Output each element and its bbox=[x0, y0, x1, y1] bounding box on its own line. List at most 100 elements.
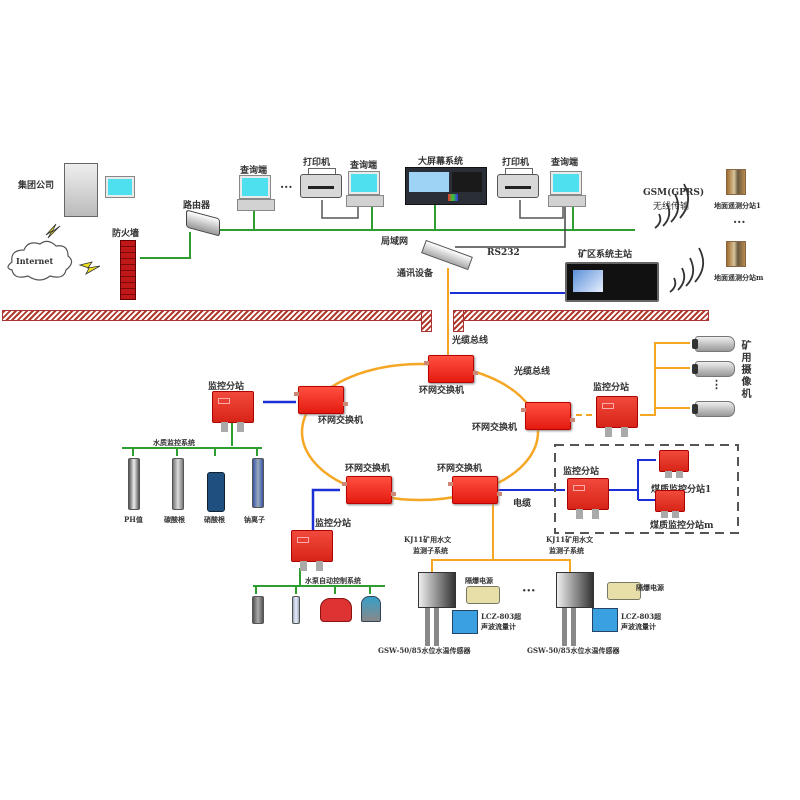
pump-pressure-sensor[interactable] bbox=[252, 596, 264, 624]
printer-1[interactable] bbox=[300, 168, 342, 198]
comm-device-label: 通讯设备 bbox=[397, 269, 434, 279]
query-terminal-1-label: 查询端 bbox=[240, 166, 268, 176]
server-icon bbox=[64, 163, 98, 217]
big-screen-label: 大屏幕系统 bbox=[418, 157, 464, 167]
pump-monitor-station-label: 监控分站 bbox=[315, 519, 352, 529]
monitor-left-station[interactable] bbox=[212, 391, 254, 432]
ring-switch-top-label: 环网交换机 bbox=[419, 386, 465, 396]
query-terminal-3[interactable] bbox=[548, 171, 586, 207]
monitor-right-station[interactable] bbox=[596, 396, 638, 437]
hydro-2-sensor-label: GSW-50/85水位水温传感器 bbox=[527, 646, 620, 655]
remote-ellipsis: ··· bbox=[733, 215, 746, 229]
ring-switch-right[interactable] bbox=[521, 402, 575, 430]
lightning-icon bbox=[78, 261, 101, 276]
hydro-1-controller[interactable] bbox=[418, 572, 456, 608]
internet-label: Internet bbox=[16, 256, 54, 266]
coal-sub-station-n[interactable] bbox=[655, 490, 685, 518]
hydro-2-system-label-l2: 监测子系统 bbox=[549, 546, 584, 555]
fiber-bus-label-2: 光缆总线 bbox=[514, 367, 551, 377]
coal-sub-station-n-label: 煤质监控分站m bbox=[650, 521, 714, 531]
ph-sensor[interactable] bbox=[128, 458, 140, 510]
hydro-2-controller[interactable] bbox=[556, 572, 594, 608]
pressure-transmitter-icon[interactable] bbox=[361, 596, 381, 622]
mine-master-station-label: 矿区系统主站 bbox=[578, 250, 633, 260]
firewall-icon bbox=[120, 240, 136, 300]
wireless-label: 无线传输 bbox=[653, 202, 690, 212]
camera-2[interactable] bbox=[692, 361, 735, 377]
coal-sub-station-1[interactable] bbox=[659, 450, 689, 478]
remote-station-n-label: 地面遥测分站m bbox=[714, 273, 764, 282]
hydro-2-power-box[interactable] bbox=[607, 582, 641, 600]
ground-boundary-left bbox=[2, 310, 432, 321]
group-company-monitor-icon bbox=[103, 176, 137, 210]
carbonate-sensor[interactable] bbox=[172, 458, 184, 510]
hydro-2-probe-b bbox=[571, 608, 576, 646]
rs232-label: RS232 bbox=[487, 248, 520, 258]
remote-station-n-photo[interactable] bbox=[726, 241, 746, 267]
ring-switch-bottom-right[interactable] bbox=[448, 476, 502, 504]
gsm-label: GSM(GPRS) bbox=[643, 188, 705, 198]
query-terminal-3-label: 查询端 bbox=[551, 158, 579, 168]
ring-switch-bottom-right-label: 环网交换机 bbox=[437, 464, 483, 474]
sensor-label-ph: PH值 bbox=[124, 515, 143, 524]
hydro-2-power-label: 隔爆电源 bbox=[636, 583, 664, 592]
master-station-screen bbox=[573, 270, 603, 292]
pump-level-sensor[interactable] bbox=[292, 596, 300, 624]
coal-system-box bbox=[554, 444, 739, 534]
monitor-left-station-label: 监控分站 bbox=[208, 382, 245, 392]
camera-bus bbox=[640, 342, 690, 416]
remote-station-1-photo[interactable] bbox=[726, 169, 746, 195]
hydro-ellipsis: ··· bbox=[522, 584, 536, 599]
ring-switch-top[interactable] bbox=[424, 355, 478, 383]
monitor-right-station-label: 监控分站 bbox=[593, 383, 630, 393]
fiber-hydro-bus bbox=[431, 500, 494, 572]
mine-cameras-label: 矿用摄像机 bbox=[739, 340, 750, 400]
rs232-link bbox=[455, 205, 566, 248]
sensor-label-nitrate: 硝酸根 bbox=[204, 515, 225, 524]
coal-monitor-station[interactable] bbox=[567, 478, 609, 519]
hydro-2-flowmeter[interactable] bbox=[592, 608, 618, 632]
sodium-ion-sensor[interactable] bbox=[252, 458, 264, 508]
query-terminal-2-label: 查询端 bbox=[350, 161, 378, 171]
ground-boundary-right-stub bbox=[453, 310, 464, 332]
hydro-1-power-label: 隔爆电源 bbox=[465, 576, 493, 585]
hydro-1-power-box[interactable] bbox=[466, 586, 500, 604]
ring-switch-left-label: 环网交换机 bbox=[318, 416, 364, 426]
printer-1-label: 打印机 bbox=[303, 158, 331, 168]
lan-label: 局域网 bbox=[381, 237, 409, 247]
hydro-1-probe-b bbox=[434, 608, 439, 646]
query-terminal-2[interactable] bbox=[346, 171, 384, 207]
hydro-1-flowmeter[interactable] bbox=[452, 610, 478, 634]
hydro-2-probe-a bbox=[562, 608, 567, 646]
nitrate-sensor[interactable] bbox=[207, 472, 225, 512]
hydro-2-meter-label-l2: 声波流量计 bbox=[621, 622, 656, 631]
hydro-1-sensor-label: GSW-50/85水位水温传感器 bbox=[378, 646, 471, 655]
printer-2[interactable] bbox=[497, 168, 539, 198]
hydro-2-meter-label-l1: LCZ-803超 bbox=[621, 612, 662, 621]
wireless-icon bbox=[669, 247, 705, 293]
sensor-label-carbonate: 碳酸根 bbox=[164, 515, 185, 524]
cable-pump-station bbox=[311, 488, 340, 530]
coal-sub-links bbox=[608, 459, 656, 491]
router-label: 路由器 bbox=[183, 201, 211, 211]
ring-switch-right-label: 环网交换机 bbox=[472, 423, 518, 433]
water-pump-icon[interactable] bbox=[320, 598, 352, 622]
ring-switch-bottom-left-label: 环网交换机 bbox=[345, 464, 391, 474]
big-screen-controls bbox=[448, 194, 458, 201]
water-quality-system-label: 水质监控系统 bbox=[153, 438, 195, 447]
pump-monitor-station[interactable] bbox=[291, 530, 333, 571]
hydro-1-meter-label-l1: LCZ-803超 bbox=[481, 612, 522, 621]
big-screen-system[interactable] bbox=[405, 167, 487, 205]
mine-master-station[interactable] bbox=[565, 262, 659, 302]
query-terminal-1[interactable] bbox=[237, 175, 275, 211]
ring-switch-left[interactable] bbox=[294, 386, 348, 414]
hydro-2-system-label-l1: KJ11矿用水文 bbox=[546, 535, 594, 544]
ellipsis-1: ··· bbox=[280, 180, 293, 194]
camera-1[interactable] bbox=[692, 336, 735, 352]
group-company-label: 集团公司 bbox=[18, 181, 55, 191]
ring-switch-bottom-left[interactable] bbox=[342, 476, 396, 504]
cable-label: 电缆 bbox=[513, 499, 532, 509]
camera-3[interactable] bbox=[692, 401, 735, 417]
remote-station-1-label: 地面遥测分站1 bbox=[714, 201, 761, 210]
